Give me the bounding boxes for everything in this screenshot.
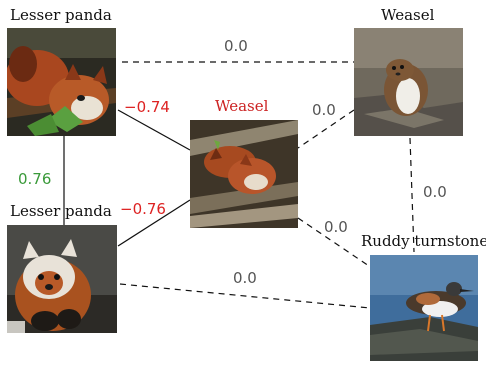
edge-weight-panda-top-panda-bottom: 0.76 [18,170,52,188]
edge-weight-panda-bottom-turnstone: 0.0 [233,269,257,287]
edge-weight-weasel-right-center: 0.0 [312,101,336,119]
node-label-lesser-panda-top: Lesser panda [10,6,112,24]
weasel-center-image [190,120,298,228]
lesser-panda-top-image [7,28,116,136]
edge-weight-panda-top-center: −0.74 [124,98,170,116]
edge-weasel-right-center [297,109,355,149]
edge-weight-panda-bottom-center: −0.76 [120,200,166,218]
lesser-panda-bottom-image [7,225,117,333]
edge-center-turnstone [297,217,373,269]
edge-weight-weasel-right-turnstone: 0.0 [423,183,447,201]
edge-weight-center-turnstone: 0.0 [324,218,348,236]
node-label-weasel-right: Weasel [381,6,435,24]
ruddy-turnstone-image [370,255,478,361]
weasel-right-image [354,28,463,136]
edge-panda-bottom-center [117,199,191,247]
edge-panda-top-center [117,109,191,151]
edge-weight-panda-top-weasel-right: 0.0 [224,37,248,55]
node-label-lesser-panda-bottom: Lesser panda [10,202,112,220]
edge-weasel-right-turnstone [409,137,415,253]
node-label-weasel-center: Weasel [215,97,269,115]
node-label-ruddy-turnstone: Ruddy turnstone [361,232,486,250]
edge-panda-bottom-turnstone [119,283,371,309]
